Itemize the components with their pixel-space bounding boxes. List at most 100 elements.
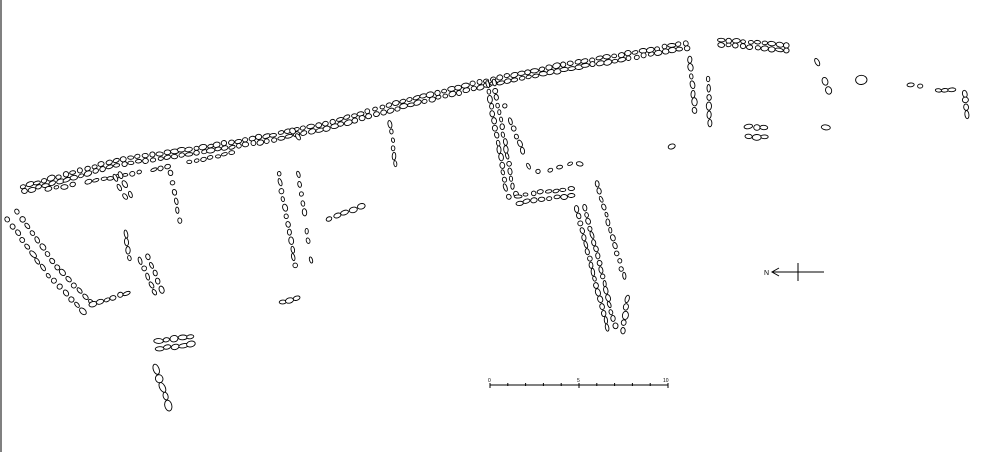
wall-stone — [391, 151, 397, 161]
wall-stone — [825, 86, 833, 95]
wall-stone — [499, 123, 505, 131]
wall-stone — [587, 225, 593, 232]
wall-stone — [69, 181, 76, 188]
wall-stone — [315, 122, 323, 129]
wall-stone — [683, 45, 691, 52]
wall-stone — [282, 203, 289, 212]
wall-stone — [83, 170, 93, 177]
wall-stone — [164, 163, 171, 170]
wall-stone — [462, 87, 471, 94]
wall-stone — [589, 61, 596, 68]
wall-stone — [220, 140, 228, 147]
wall-stone — [76, 167, 83, 174]
wall-stone — [100, 176, 108, 181]
wall-stone — [530, 197, 538, 204]
wall-stone — [519, 146, 526, 155]
wall-stone — [747, 39, 754, 45]
north-outer-wall — [19, 37, 970, 194]
wall-stone — [255, 133, 263, 140]
wall-stone — [123, 229, 129, 239]
wall-stone — [117, 291, 124, 298]
wall-stone — [95, 298, 105, 305]
wall-stone — [283, 213, 289, 220]
wall-stone — [470, 85, 477, 92]
wall-stone — [577, 220, 584, 227]
wall-stone — [60, 184, 69, 190]
wall-stone — [29, 230, 36, 236]
wall-stone — [500, 131, 506, 138]
wall-stone — [814, 57, 821, 67]
wall-stone — [351, 113, 358, 119]
wall-stone — [391, 100, 400, 106]
wall-stone — [760, 45, 769, 52]
wall-stone — [575, 161, 584, 167]
wall-stone — [263, 138, 270, 144]
wall-stone — [614, 250, 620, 257]
wall-stone — [206, 155, 214, 160]
wall-stone — [601, 203, 607, 211]
wall-stone — [456, 90, 462, 96]
wall-stone — [92, 178, 100, 183]
wall-stone — [706, 94, 712, 101]
wall-stone — [506, 160, 512, 167]
wall-stone — [68, 296, 75, 303]
wall-stone — [357, 203, 366, 210]
wall-stone — [585, 217, 591, 225]
wall-stone — [300, 130, 308, 136]
wall-stone — [594, 180, 600, 188]
wall-stone — [27, 186, 37, 193]
wall-stone — [559, 187, 567, 192]
wall-stone — [228, 150, 236, 155]
wall-stone — [164, 399, 173, 412]
wall-stone — [269, 132, 277, 138]
wall-stone — [163, 344, 172, 350]
wall-stone — [491, 124, 498, 132]
wall-stone — [489, 103, 495, 110]
wall-stone — [121, 161, 128, 167]
wall-stone — [606, 301, 612, 309]
wall-stone — [53, 185, 60, 190]
wall-stone — [717, 42, 726, 48]
wall-stone — [783, 47, 790, 54]
wall-stone — [206, 147, 216, 154]
wall-stone — [647, 51, 655, 57]
wall-stone — [399, 103, 408, 110]
wall-stone — [513, 133, 519, 140]
wall-stone — [40, 263, 46, 272]
wall-stone — [14, 208, 20, 215]
wall-stone — [491, 117, 497, 125]
wall-stone — [964, 110, 970, 120]
wall-stone — [19, 237, 26, 243]
wall-stone — [277, 178, 283, 187]
wall-stone — [304, 227, 309, 235]
wall-stone — [421, 98, 428, 104]
wall-stone — [221, 145, 229, 151]
wall-stone — [389, 128, 394, 135]
wall-stone — [500, 169, 505, 176]
wall-stone — [271, 137, 278, 143]
wall-stone — [608, 226, 613, 234]
wall-stone — [289, 127, 296, 135]
wall-stone — [499, 161, 506, 169]
wall-stone — [152, 269, 158, 277]
wall-stone — [775, 41, 785, 48]
wall-stone — [137, 256, 143, 265]
wall-stone — [306, 123, 315, 130]
wall-stone — [228, 139, 235, 146]
wall-stone — [667, 47, 677, 54]
wall-stone — [256, 139, 265, 146]
wall-stone — [288, 236, 295, 245]
west-wall — [4, 208, 131, 316]
wall-stone — [242, 137, 249, 143]
wall-stone — [690, 89, 696, 99]
wall-stone — [529, 68, 540, 74]
wall-stone — [162, 337, 170, 343]
wall-stone — [193, 158, 200, 163]
wall-stone — [184, 146, 193, 153]
wall-stone — [358, 115, 366, 122]
wall-stone — [296, 170, 301, 178]
wall-stone — [505, 152, 510, 160]
wall-stone — [9, 223, 16, 230]
wall-stone — [163, 149, 172, 156]
wall-stone — [510, 125, 517, 132]
